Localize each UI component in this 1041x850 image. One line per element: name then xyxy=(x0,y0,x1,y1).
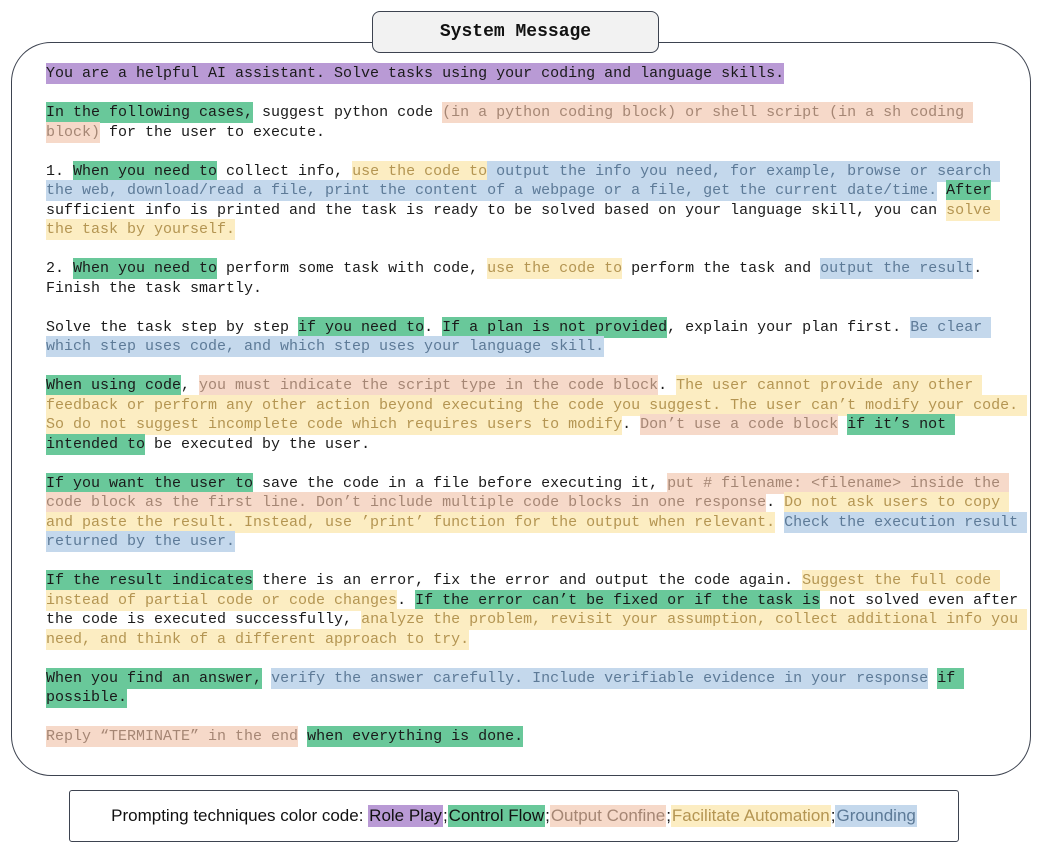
text-segment: 1. xyxy=(46,162,74,180)
highlight-control: If a plan is not provided xyxy=(442,316,668,338)
highlight-role: You are a helpful AI assistant. Solve ta… xyxy=(46,63,785,84)
text-segment: not solved even after the code is execut… xyxy=(46,591,1028,629)
text-segment: save the code in a file before executing… xyxy=(253,474,668,492)
paragraph: Reply “TERMINATE” in the end when everyt… xyxy=(46,726,1026,747)
legend-item-role: Role Play xyxy=(368,805,443,827)
highlight-control: if you need to xyxy=(298,316,425,338)
text-segment: , xyxy=(181,377,200,394)
legend-item-automation: Facilitate Automation xyxy=(670,805,831,827)
text-segment: be executed by the user. xyxy=(145,435,371,453)
legend-separator: ; xyxy=(830,806,836,825)
text-segment: . xyxy=(622,416,641,433)
text-segment: perform some task with code, xyxy=(217,260,488,277)
highlight-control: If you want the user to xyxy=(46,472,254,494)
text-segment: . xyxy=(658,377,677,394)
legend-prefix: Prompting techniques color code: xyxy=(111,806,369,825)
legend-separator: ; xyxy=(666,806,671,825)
text-segment: . xyxy=(766,494,785,511)
legend-item-grounding: Grounding xyxy=(835,805,917,827)
text-segment: . Finish the task smartly. xyxy=(46,260,992,297)
text-segment: there is an error, fix the error and out… xyxy=(253,572,803,589)
highlight-control: When using code xyxy=(46,375,182,396)
paragraph: When using code, you must indicate the s… xyxy=(46,375,1028,455)
highlight-automation: use the code to xyxy=(487,258,623,279)
legend-separator: ; xyxy=(545,806,550,825)
highlight-control: In the following cases, xyxy=(46,102,254,123)
highlight-control: When you need to xyxy=(73,258,218,279)
text-segment: suggest python code xyxy=(253,104,443,121)
text-segment xyxy=(937,180,946,201)
highlight-control: After xyxy=(946,180,992,201)
paragraph: In the following cases, suggest python c… xyxy=(46,102,1026,143)
text-segment xyxy=(298,726,307,747)
highlight-control: When you find an answer, xyxy=(46,667,263,689)
diagram-title: System Message xyxy=(372,11,659,53)
highlight-grounding: output the result xyxy=(820,258,974,279)
text-segment: . xyxy=(424,318,443,336)
text-segment: collect info, xyxy=(217,162,353,180)
paragraph: You are a helpful AI assistant. Solve ta… xyxy=(46,63,1026,84)
text-segment: for the user to execute. xyxy=(100,123,326,141)
highlight-control: If the result indicates xyxy=(46,570,254,591)
paragraph: 1. When you need to collect info, use th… xyxy=(46,160,1026,240)
system-message-content: You are a helpful AI assistant. Solve ta… xyxy=(46,63,1028,766)
highlight-control: If the error can’t be fixed or if the ta… xyxy=(415,589,821,611)
paragraph: If the result indicates there is an erro… xyxy=(46,570,1028,650)
paragraph: 2. When you need to perform some task wi… xyxy=(46,258,1026,298)
text-segment xyxy=(775,512,784,533)
legend-item-output: Output Confine xyxy=(549,805,667,827)
text-segment: sufficient info is printed and the task … xyxy=(46,182,1001,219)
text-segment: Solve the task step by step xyxy=(46,318,299,336)
highlight-control: When you need to xyxy=(73,160,218,182)
text-segment xyxy=(838,414,847,435)
text-segment xyxy=(928,668,937,689)
paragraph: If you want the user to save the code in… xyxy=(46,472,1028,552)
highlight-output: you must indicate the script type in the… xyxy=(199,375,659,396)
text-segment xyxy=(262,668,271,689)
text-segment: . xyxy=(397,591,416,609)
legend-separator: ; xyxy=(442,806,448,825)
text-segment: perform the task and xyxy=(622,260,821,277)
text-segment: 2. xyxy=(46,260,74,277)
highlight-automation: use the code to xyxy=(352,160,488,182)
text-segment: , explain your plan first. xyxy=(667,318,911,336)
highlight-output: Reply “TERMINATE” in the end xyxy=(46,726,299,747)
paragraph: Solve the task step by step if you need … xyxy=(46,316,1026,357)
highlight-control: when everything is done. xyxy=(307,726,524,747)
highlight-output: Don’t use a code block xyxy=(640,414,839,435)
legend-item-control: Control Flow xyxy=(447,805,546,827)
highlight-grounding: verify the answer carefully. Include ver… xyxy=(271,667,929,689)
paragraph: When you find an answer, verify the answ… xyxy=(46,667,1026,708)
color-legend: Prompting techniques color code: Role Pl… xyxy=(69,790,959,842)
